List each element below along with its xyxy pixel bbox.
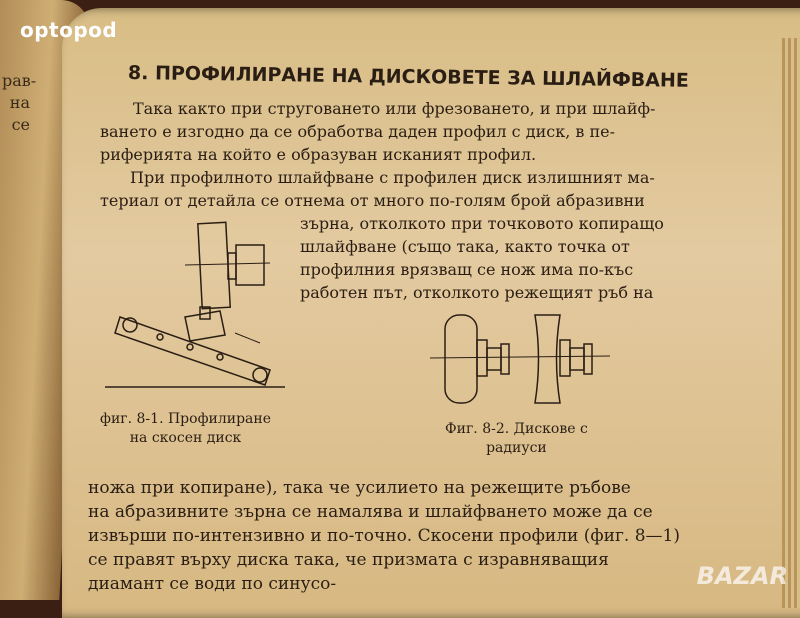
text-line: зърна, отколкото при точковото копиращо xyxy=(300,214,664,233)
text-line: извърши по-интензивно и по-точно. Скосен… xyxy=(88,526,680,546)
text-line: диамант се води по синусо- xyxy=(88,574,337,594)
text-line: работен път, отколкото режещият ръб на xyxy=(300,283,654,302)
figure-8-1-caption: фиг. 8-1. Профилиране на скосен диск xyxy=(100,410,271,448)
section-heading: 8. ПРОФИЛИРАНЕ НА ДИСКОВЕТЕ ЗА ШЛАЙФВАНЕ xyxy=(127,62,689,92)
figure-8-2-caption: Фиг. 8-2. Дискове с радиуси xyxy=(445,420,588,458)
text-line: ножа при копиране), така че усилието на … xyxy=(88,478,631,498)
page-content: 8. ПРОФИЛИРАНЕ НА ДИСКОВЕТЕ ЗА ШЛАЙФВАНЕ… xyxy=(88,62,689,594)
text-line: шлайфване (също така, както точка от xyxy=(300,237,630,256)
text-line: Така както при струговането или фрезован… xyxy=(133,99,656,118)
caption-line: Фиг. 8-2. Дискове с xyxy=(445,421,588,437)
left-page-text: рав- на се xyxy=(2,70,37,136)
optopod-watermark: optopod xyxy=(20,18,118,42)
text-line: профилния врязващ се нож има по-къс xyxy=(300,260,634,279)
caption-line: на скосен диск xyxy=(129,430,242,446)
text-line: ването е изгодно да се обработва даден п… xyxy=(100,122,615,141)
text-line: При профилното шлайфване с профилен диск… xyxy=(130,168,655,187)
text-line: на абразивните зърна се намалява и шлайф… xyxy=(88,502,653,522)
caption-line: радиуси xyxy=(486,440,547,456)
left-fragment: рав- xyxy=(2,71,37,90)
book-page xyxy=(62,8,800,618)
left-fragment: на xyxy=(9,93,30,112)
caption-line: фиг. 8-1. Профилиране xyxy=(100,411,272,427)
text-line: териал от детайла се отнема от много по-… xyxy=(100,191,645,210)
text-line: риферията на който е образуван исканият … xyxy=(100,145,537,164)
bazar-watermark: BAZAR xyxy=(696,562,788,590)
text-line: се правят върху диска така, че призмата … xyxy=(88,550,609,570)
figure-8-2 xyxy=(429,314,611,404)
page-edges xyxy=(782,38,800,608)
figure-8-1 xyxy=(105,221,285,388)
left-fragment: се xyxy=(11,115,30,134)
